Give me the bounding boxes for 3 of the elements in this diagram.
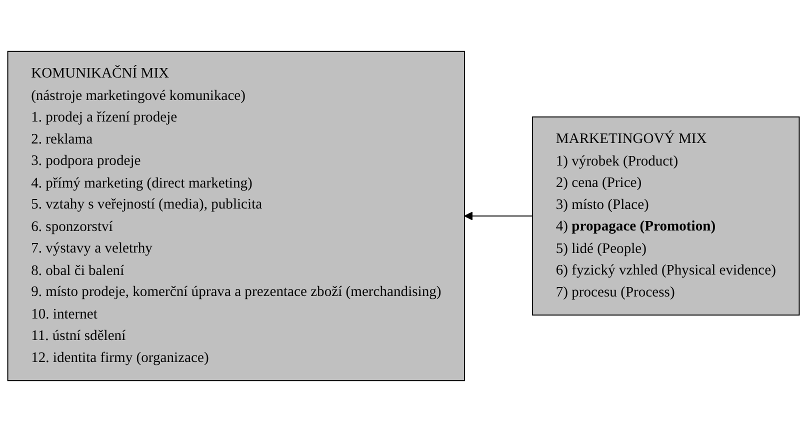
node-box	[532, 116, 800, 316]
arrow	[464, 212, 534, 220]
node-box	[7, 50, 466, 382]
